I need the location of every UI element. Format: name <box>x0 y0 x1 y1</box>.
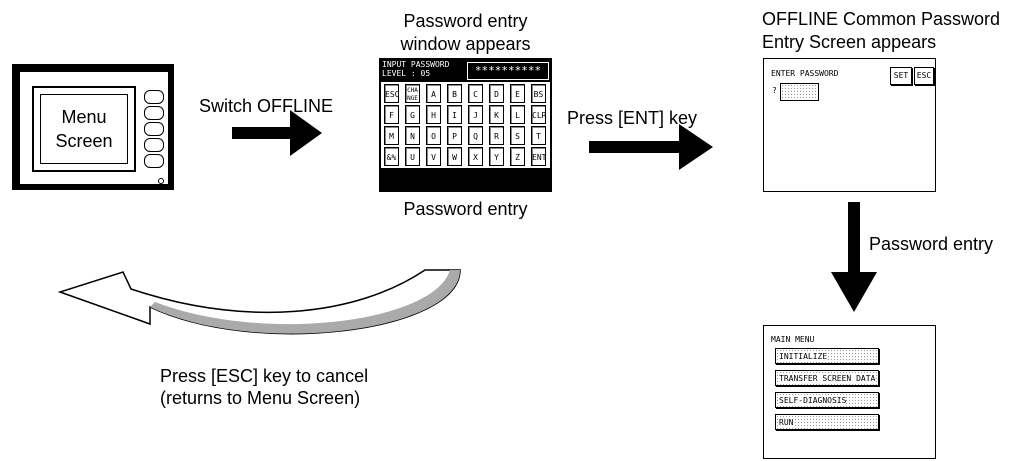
menu-item-self-diagnosis[interactable]: SELF-DIAGNOSIS <box>775 392 879 408</box>
keypad-key[interactable]: W <box>447 147 462 166</box>
keypad-key[interactable]: X <box>468 147 483 166</box>
keypad-key[interactable]: J <box>468 105 483 124</box>
right-arrow-2 <box>589 124 713 170</box>
keypad-key[interactable]: R <box>489 126 504 145</box>
keypad-key[interactable]: G <box>405 105 420 124</box>
menu-item-initialize-label: INITIALIZE <box>779 352 828 361</box>
keypad-password-display: ********** <box>467 62 549 80</box>
curved-return-arrow <box>57 269 461 335</box>
keypad-key[interactable]: CHA NGE <box>405 84 420 103</box>
keypad-key[interactable]: U <box>405 147 420 166</box>
keypad-key[interactable]: Q <box>468 126 483 145</box>
device-display: Menu Screen <box>32 86 136 172</box>
keypad-key[interactable]: Y <box>489 147 504 166</box>
keypad-key[interactable]: E <box>510 84 525 103</box>
keypad-key[interactable]: ESC <box>384 84 399 103</box>
main-menu-title: MAIN MENU <box>771 335 815 344</box>
menu-item-run-label: RUN <box>779 418 794 427</box>
device-button-4 <box>144 138 164 152</box>
menu-item-run[interactable]: RUN <box>775 414 879 430</box>
device-bezel: Menu Screen <box>19 71 169 185</box>
keypad-key[interactable]: C <box>468 84 483 103</box>
device-button-1 <box>144 90 164 104</box>
right-arrow-1 <box>232 110 322 156</box>
device-led <box>158 178 164 184</box>
password-entry-label-right: Password entry <box>869 234 994 254</box>
press-ent-label: Press [ENT] key <box>567 108 698 128</box>
keypad-key[interactable]: D <box>489 84 504 103</box>
keypad-key[interactable]: I <box>447 105 462 124</box>
down-arrow <box>831 202 877 312</box>
prompt-mark: ? <box>772 86 777 95</box>
cancel-label-1: Press [ESC] key to cancel <box>160 366 369 386</box>
keypad-key[interactable]: O <box>426 126 441 145</box>
esc-button[interactable]: ESC <box>914 67 934 85</box>
keypad-key[interactable]: F <box>384 105 399 124</box>
keypad-key[interactable]: A <box>426 84 441 103</box>
device-button-2 <box>144 106 164 120</box>
pw-window-label-1: Password entry <box>403 11 528 31</box>
keypad-key[interactable]: N <box>405 126 420 145</box>
keypad-key[interactable]: S <box>510 126 525 145</box>
device-button-5 <box>144 154 164 168</box>
keypad-title: INPUT PASSWORD LEVEL : 05 <box>382 60 449 78</box>
keypad-key[interactable]: &% <box>384 147 399 166</box>
enter-password-title: ENTER PASSWORD <box>771 69 839 78</box>
password-input-field[interactable] <box>780 83 819 101</box>
keypad-key[interactable]: Z <box>510 147 525 166</box>
cancel-label-2: (returns to Menu Screen) <box>160 388 361 408</box>
keypad-key[interactable]: P <box>447 126 462 145</box>
offline-password-screen: ENTER PASSWORD SET ESC ? <box>763 58 936 192</box>
keypad-title-line1: INPUT PASSWORD <box>382 60 450 69</box>
offline-label-1: OFFLINE Common Password <box>762 9 1001 29</box>
menu-screen-device: Menu Screen <box>12 64 174 190</box>
menu-item-initialize[interactable]: INITIALIZE <box>775 348 879 364</box>
menu-item-transfer-label: TRANSFER SCREEN DATA <box>779 374 876 383</box>
keypad-key[interactable]: H <box>426 105 441 124</box>
set-button[interactable]: SET <box>890 67 912 85</box>
keypad-key[interactable]: B <box>447 84 462 103</box>
keypad-key[interactable]: L <box>510 105 525 124</box>
keypad-title-line2: LEVEL : 05 <box>382 69 431 78</box>
keypad-key[interactable]: K <box>489 105 504 124</box>
keypad-key[interactable]: CLR <box>531 105 546 124</box>
keypad-key[interactable]: M <box>384 126 399 145</box>
offline-label-2: Entry Screen appears <box>762 32 937 52</box>
keypad-key[interactable]: T <box>531 126 546 145</box>
password-entry-label-below: Password entry <box>403 199 528 219</box>
switch-offline-label: Switch OFFLINE <box>199 96 334 116</box>
menu-screen-label: Menu Screen <box>40 94 128 164</box>
keypad-key[interactable]: BS <box>531 84 546 103</box>
menu-item-self-diagnosis-label: SELF-DIAGNOSIS <box>779 396 847 405</box>
device-button-3 <box>144 122 164 136</box>
menu-item-transfer-screen-data[interactable]: TRANSFER SCREEN DATA <box>775 370 879 386</box>
keypad-key[interactable]: ENT <box>531 147 546 166</box>
keypad-key[interactable]: V <box>426 147 441 166</box>
main-menu-screen: MAIN MENU INITIALIZE TRANSFER SCREEN DAT… <box>763 325 936 459</box>
password-keypad-window: INPUT PASSWORD LEVEL : 05 ********** ESC… <box>379 58 552 192</box>
pw-window-label-2: window appears <box>400 34 531 54</box>
